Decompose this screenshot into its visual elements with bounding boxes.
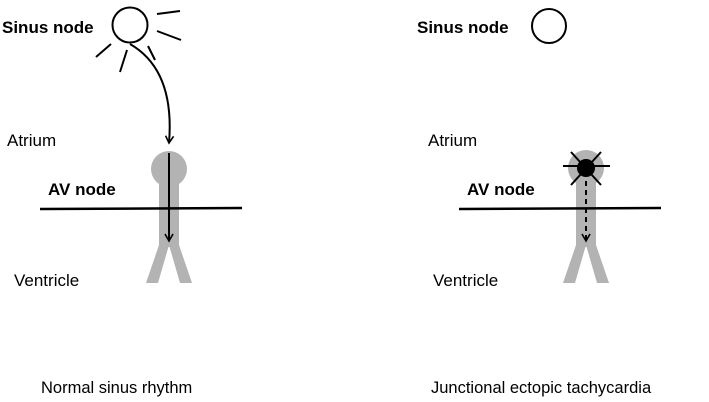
sinus-node-label: Sinus node <box>2 18 94 37</box>
ventricle-label: Ventricle <box>14 271 79 290</box>
atrium-label: Atrium <box>428 131 477 150</box>
panel-normal-sinus-rhythm: Sinus node Atrium AV node Ventricle Norm… <box>2 6 243 397</box>
sinus-node-active-icon <box>95 6 182 73</box>
atrium-label: Atrium <box>7 131 56 150</box>
av-boundary-line <box>458 206 662 211</box>
av-boundary-line <box>39 206 243 211</box>
sinus-node-inactive-icon <box>531 8 567 44</box>
av-node-label: AV node <box>467 180 535 199</box>
ectopic-focus-icon <box>563 151 610 186</box>
panel-junctional-ectopic-tachycardia: Sinus node Atrium AV node Ventricle Junc… <box>417 8 662 397</box>
sinus-impulse-arrow <box>129 43 175 145</box>
ventricle-label: Ventricle <box>433 271 498 290</box>
caption-jet: Junctional ectopic tachycardia <box>431 379 652 397</box>
sinus-node-label: Sinus node <box>417 18 509 37</box>
av-node-label: AV node <box>48 180 116 199</box>
caption-normal: Normal sinus rhythm <box>41 379 192 397</box>
